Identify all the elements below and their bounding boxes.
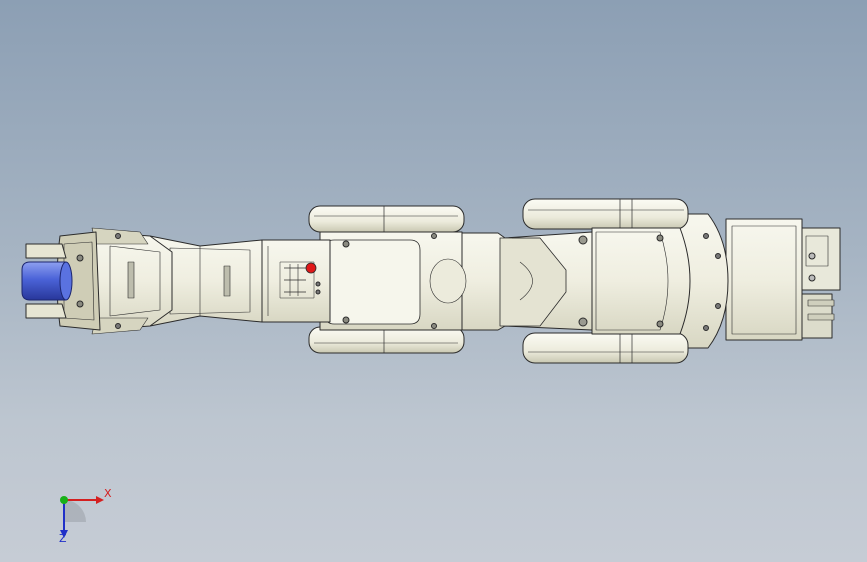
base-connector-box (725, 218, 841, 341)
tool-cylinder (21, 261, 73, 301)
lower-arm (459, 231, 593, 331)
status-indicator-led (305, 262, 317, 274)
control-button-cluster (279, 261, 315, 299)
base-flange (679, 213, 729, 349)
wrist-joint (89, 227, 173, 335)
elbow-joint (308, 205, 467, 354)
wrist-flange (25, 231, 101, 331)
x-axis-label: X (104, 487, 112, 500)
shoulder-joint (522, 198, 691, 364)
z-axis-label: Z (59, 532, 67, 544)
coordinate-triad: X Z (59, 487, 112, 544)
y-axis-origin (60, 496, 68, 504)
